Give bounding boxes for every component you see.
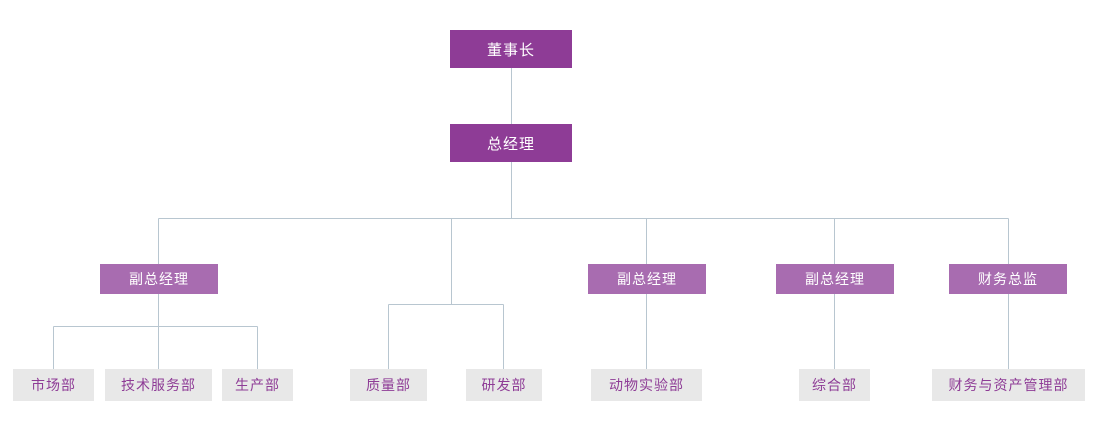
node-chairman-label: 董事长	[486, 41, 535, 59]
node-dept-animal-lab-label: 动物实验部	[609, 377, 684, 393]
node-general-manager-label: 总经理	[486, 135, 535, 153]
node-dept-general-affairs-label: 综合部	[812, 377, 857, 393]
node-dept-quality[interactable]: 质量部	[350, 369, 427, 401]
node-vp-3-label: 副总经理	[805, 271, 865, 287]
node-dept-animal-lab[interactable]: 动物实验部	[591, 369, 702, 401]
node-vp-2[interactable]: 副总经理	[588, 264, 706, 294]
node-general-manager[interactable]: 总经理	[450, 124, 572, 162]
node-dept-quality-label: 质量部	[366, 377, 411, 393]
node-dept-tech-service-label: 技术服务部	[121, 377, 196, 393]
node-dept-finance-asset[interactable]: 财务与资产管理部	[932, 369, 1085, 401]
node-dept-rd-label: 研发部	[481, 377, 527, 393]
node-vp-2-label: 副总经理	[617, 271, 677, 287]
node-cfo[interactable]: 财务总监	[949, 264, 1067, 294]
node-vp-3[interactable]: 副总经理	[776, 264, 894, 294]
node-dept-marketing-label: 市场部	[31, 377, 76, 393]
node-chairman[interactable]: 董事长	[450, 30, 572, 68]
node-cfo-label: 财务总监	[978, 271, 1038, 287]
node-vp-1[interactable]: 副总经理	[100, 264, 218, 294]
node-dept-production[interactable]: 生产部	[222, 369, 293, 401]
node-dept-production-label: 生产部	[235, 377, 280, 393]
node-dept-tech-service[interactable]: 技术服务部	[105, 369, 212, 401]
node-dept-rd[interactable]: 研发部	[466, 369, 542, 401]
node-vp-1-label: 副总经理	[129, 271, 189, 287]
node-dept-marketing[interactable]: 市场部	[13, 369, 94, 401]
node-dept-finance-asset-label: 财务与资产管理部	[948, 377, 1069, 393]
node-dept-general-affairs[interactable]: 综合部	[799, 369, 870, 401]
